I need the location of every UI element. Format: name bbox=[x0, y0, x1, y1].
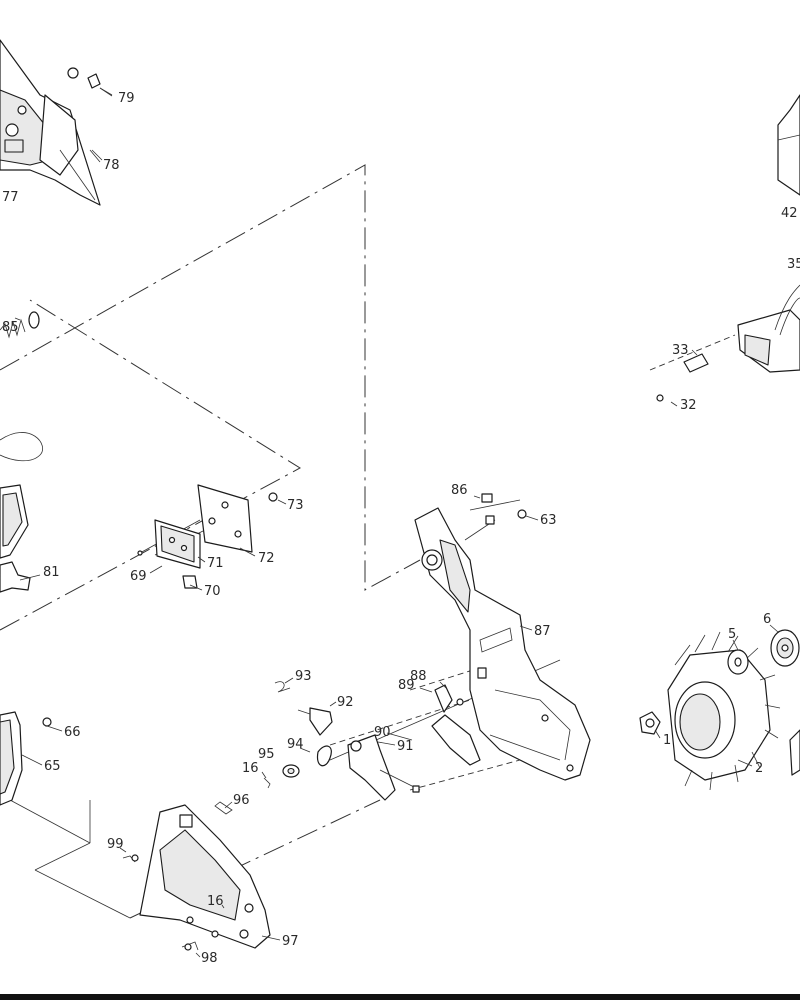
callout-81: 81 bbox=[43, 565, 60, 580]
chain-guide-plate bbox=[137, 484, 278, 589]
callout-98: 98 bbox=[201, 951, 218, 966]
callout-70: 70 bbox=[204, 584, 221, 599]
flywheel bbox=[639, 631, 781, 791]
callout-5: 5 bbox=[728, 627, 736, 642]
callout-1: 1 bbox=[663, 733, 671, 748]
callout-91: 91 bbox=[397, 739, 414, 754]
leader-lines bbox=[14, 87, 779, 958]
callout-73: 73 bbox=[287, 498, 304, 513]
cylinder-part bbox=[777, 94, 800, 196]
rear-handle-housing bbox=[414, 507, 591, 781]
callout-89: 89 bbox=[398, 678, 415, 693]
screws bbox=[481, 493, 527, 525]
callout-99: 99 bbox=[107, 837, 124, 852]
callout-79: 79 bbox=[118, 91, 135, 106]
callout-88: 88 bbox=[410, 669, 427, 684]
callout-66: 66 bbox=[64, 725, 81, 740]
callout-42: 42 bbox=[781, 206, 798, 221]
spring-part bbox=[0, 311, 40, 339]
callout-16-lower: 16 bbox=[207, 894, 224, 909]
callout-96: 96 bbox=[233, 793, 250, 808]
callout-65: 65 bbox=[44, 759, 61, 774]
callout-77: 77 bbox=[2, 190, 19, 205]
callout-86: 86 bbox=[451, 483, 468, 498]
callout-85: 85 bbox=[2, 320, 19, 335]
assembly-guide-lines bbox=[0, 164, 736, 919]
callout-95: 95 bbox=[258, 747, 275, 762]
callout-90: 90 bbox=[374, 725, 391, 740]
throttle-linkage bbox=[274, 681, 481, 801]
callout-69: 69 bbox=[130, 569, 147, 584]
callout-87: 87 bbox=[534, 624, 551, 639]
callout-2: 2 bbox=[755, 761, 763, 776]
callout-6: 6 bbox=[763, 612, 771, 627]
callout-78: 78 bbox=[103, 158, 120, 173]
callout-92: 92 bbox=[337, 695, 354, 710]
tank-housing bbox=[0, 711, 52, 806]
callout-33: 33 bbox=[672, 343, 689, 358]
callout-97: 97 bbox=[282, 934, 299, 949]
callout-63: 63 bbox=[540, 513, 557, 528]
crankcase-housing bbox=[0, 39, 113, 206]
callout-93: 93 bbox=[295, 669, 312, 684]
callout-94: 94 bbox=[287, 737, 304, 752]
callout-71: 71 bbox=[207, 556, 224, 571]
callout-35: 35 bbox=[787, 257, 800, 272]
callout-16-upper: 16 bbox=[242, 761, 259, 776]
bottom-border bbox=[0, 994, 800, 1000]
callout-72: 72 bbox=[258, 551, 275, 566]
chain-cover bbox=[122, 777, 271, 951]
left-handle-part bbox=[0, 432, 43, 593]
bearing-and-washer bbox=[727, 629, 800, 776]
callout-labels: 79 78 77 42 35 85 33 32 73 86 63 81 69 7… bbox=[2, 91, 800, 966]
ignition-coil bbox=[656, 284, 800, 402]
callout-32: 32 bbox=[680, 398, 697, 413]
